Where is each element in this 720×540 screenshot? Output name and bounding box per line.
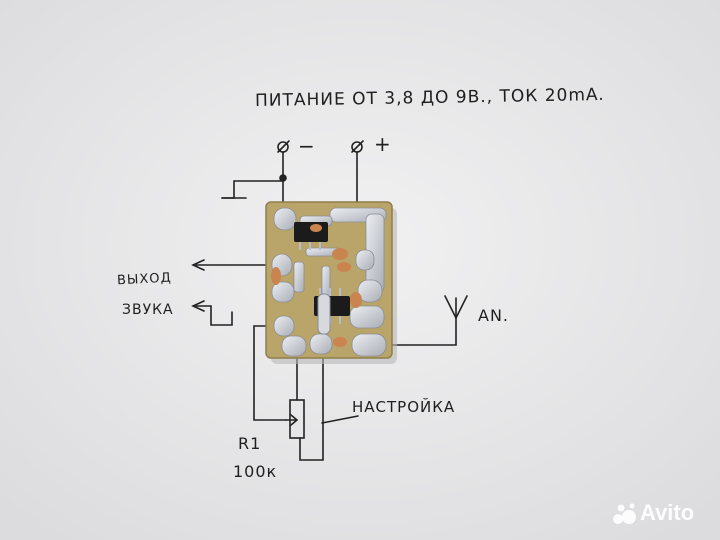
capacitor-3 xyxy=(271,267,281,285)
ic-chip-top xyxy=(294,222,328,242)
resistor-name-label: R1 xyxy=(238,434,262,453)
minus-label: − xyxy=(298,134,316,158)
pcb-board xyxy=(265,201,393,359)
capacitor-2 xyxy=(337,262,351,272)
avito-watermark: Avito xyxy=(612,500,712,528)
resistor-value-label: 100к xyxy=(233,462,278,481)
junction-dot xyxy=(279,174,287,182)
antenna-label: AN. xyxy=(478,306,509,325)
capacitor-4 xyxy=(350,292,362,308)
audio-output-label-line1: ВЫХОД xyxy=(116,270,173,289)
tuning-label: НАСТРОЙКА xyxy=(352,398,456,416)
capacitor-6 xyxy=(310,224,322,232)
schematic-wires xyxy=(191,140,468,461)
antenna-symbol xyxy=(444,295,468,320)
potentiometer-symbol xyxy=(289,399,305,439)
transistor xyxy=(317,293,331,335)
capacitor-1 xyxy=(332,248,348,260)
plus-label: + xyxy=(374,132,392,156)
audio-output-label-line2: ЗВУКА xyxy=(122,302,174,318)
avito-logo-icon xyxy=(613,503,636,524)
watermark-brand-text: Avito xyxy=(640,500,695,525)
capacitor-5 xyxy=(333,337,347,347)
